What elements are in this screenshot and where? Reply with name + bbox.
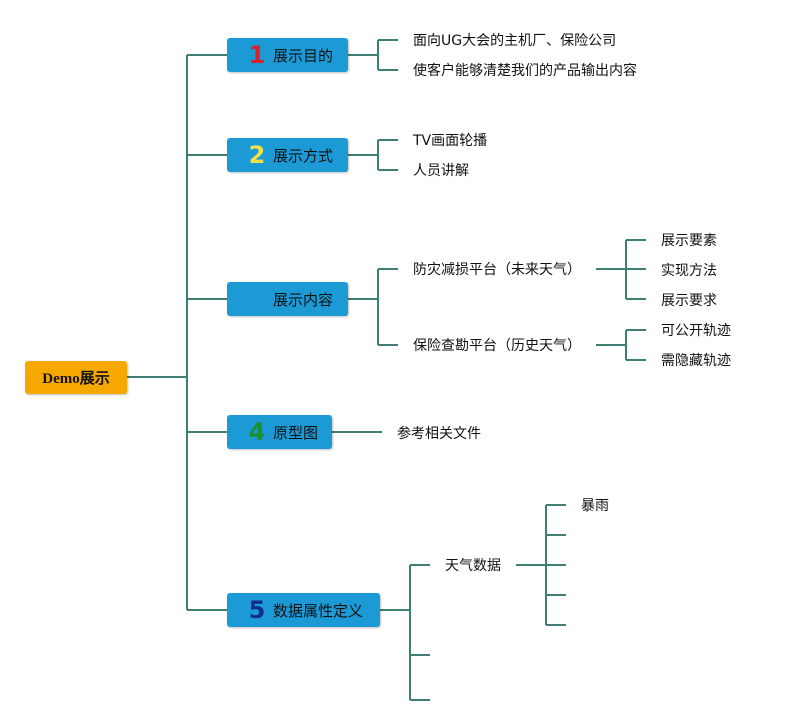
connector-b3-sub1 <box>596 239 646 300</box>
connector-b1 <box>348 39 398 71</box>
number-3-icon: 3 <box>248 285 266 313</box>
connector-b5 <box>380 564 430 701</box>
leaf-content-2-1[interactable]: 可公开轨迹 <box>661 323 731 339</box>
branch-node-prototype[interactable]: 4 原型图 <box>227 415 332 449</box>
leaf-content-1-1[interactable]: 展示要素 <box>661 233 717 249</box>
branch-label: 展示方式 <box>273 146 334 165</box>
leaf-purpose-1[interactable]: 面向UG大会的主机厂、保险公司 <box>413 33 617 49</box>
leaf-data-1[interactable]: 天气数据 <box>445 558 501 574</box>
branch-label: 展示内容 <box>273 290 334 309</box>
number-5-icon: 5 <box>248 596 266 624</box>
leaf-content-2[interactable]: 保险查勘平台（历史天气） <box>413 338 581 354</box>
leaf-prototype-1[interactable]: 参考相关文件 <box>397 426 481 442</box>
branch-node-method[interactable]: 2 展示方式 <box>227 138 348 172</box>
connector-b3-sub2 <box>596 329 646 361</box>
leaf-data-1-1[interactable]: 暴雨 <box>581 498 609 514</box>
connector-b5-sub1 <box>516 504 566 626</box>
branch-label: 展示目的 <box>273 46 334 65</box>
branch-node-purpose[interactable]: 1 展示目的 <box>227 38 348 72</box>
leaf-method-1[interactable]: TV画面轮播 <box>413 133 488 149</box>
branch-node-data-definition[interactable]: 5 数据属性定义 <box>227 593 380 627</box>
leaf-purpose-2[interactable]: 使客户能够清楚我们的产品输出内容 <box>413 63 637 79</box>
root-node[interactable]: Demo展示 <box>25 361 127 394</box>
connector-b2 <box>348 139 398 171</box>
branch-label: 原型图 <box>273 423 319 442</box>
leaf-content-1[interactable]: 防灾减损平台（未来天气） <box>413 262 581 278</box>
leaf-content-2-2[interactable]: 需隐藏轨迹 <box>661 353 731 369</box>
leaf-content-1-3[interactable]: 展示要求 <box>661 293 717 309</box>
number-4-icon: 4 <box>248 418 266 446</box>
connector-b3 <box>348 268 398 346</box>
leaf-method-2[interactable]: 人员讲解 <box>413 163 469 179</box>
branch-label: 数据属性定义 <box>273 601 364 620</box>
branch-node-content[interactable]: 3 展示内容 <box>227 282 348 316</box>
leaf-content-1-2[interactable]: 实现方法 <box>661 263 717 279</box>
number-2-icon: 2 <box>248 141 266 169</box>
root-label: Demo展示 <box>42 371 110 387</box>
number-1-icon: 1 <box>248 41 266 69</box>
